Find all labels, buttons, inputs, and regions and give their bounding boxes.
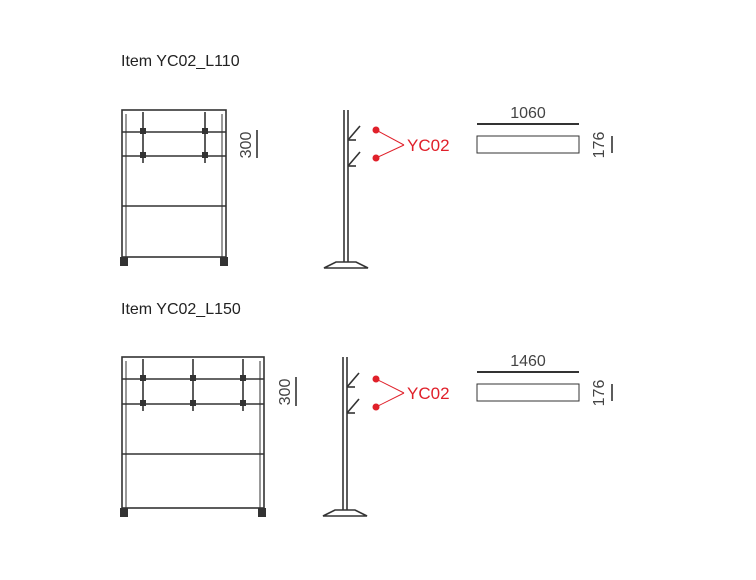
item-2-callout-leader-1 [375,378,405,394]
item-1-hanger-2-clip-b [202,152,208,158]
item-2-callout-label: YC02 [407,384,450,403]
item-1-title: Item YC02_L110 [121,53,240,70]
item-1-side-arm-2 [347,151,361,167]
item-2-hanger-2-clip-a [190,375,196,381]
item-2-shelf-plan: 1460 176 [476,353,613,407]
item-2-side-arm-1 [346,372,360,388]
item-1-hanger-1-clip-b [140,152,146,158]
item-2-height-label: 300 [277,379,294,406]
item-2-front-view [120,356,266,517]
item-1-callout-leader-1 [375,129,405,146]
item-1-width-label: 1060 [510,105,546,122]
item-2-group: Item YC02_L150 300 [120,301,613,517]
item-1-side-base [323,261,369,269]
item-1-side-arm-1 [347,125,361,141]
item-1-height-dimension: 300 [238,130,258,159]
item-2-side-arm-2 [346,398,360,414]
item-1-shelf-outline [476,135,580,154]
item-1-callout-leader-2 [375,144,405,159]
item-2-hanger-3-clip-a [240,375,246,381]
item-1-height-label: 300 [238,132,255,159]
item-2-right-foot [258,508,266,517]
item-2-frame [121,356,265,509]
item-2-callout: YC02 [372,375,450,411]
item-1-shelf-plan: 1060 176 [476,105,613,159]
item-2-title: Item YC02_L150 [121,301,241,318]
item-2-hanger-3-clip-b [240,400,246,406]
item-1-front-view [120,109,228,266]
item-1-left-foot [120,257,128,266]
item-2-width-label: 1460 [510,353,546,370]
item-1-hanger-2-clip-a [202,128,208,134]
item-2-height-dimension: 300 [277,377,297,406]
item-1-side-view [323,110,369,269]
item-2-callout-leader-2 [375,392,405,408]
item-1-right-foot [220,257,228,266]
item-2-hanger-1-clip-b [140,400,146,406]
item-2-side-view [322,357,368,517]
item-1-group: Item YC02_L110 300 [120,53,613,269]
item-2-left-foot [120,508,128,517]
item-2-hanger-2-clip-b [190,400,196,406]
item-1-depth-label: 176 [591,132,608,159]
item-1-callout-label: YC02 [407,136,450,155]
item-1-callout: YC02 [372,126,450,162]
item-2-side-base [322,509,368,517]
item-2-depth-label: 176 [591,380,608,407]
item-2-shelf-outline [476,383,580,402]
item-2-hanger-1-clip-a [140,375,146,381]
item-1-hanger-1-clip-a [140,128,146,134]
